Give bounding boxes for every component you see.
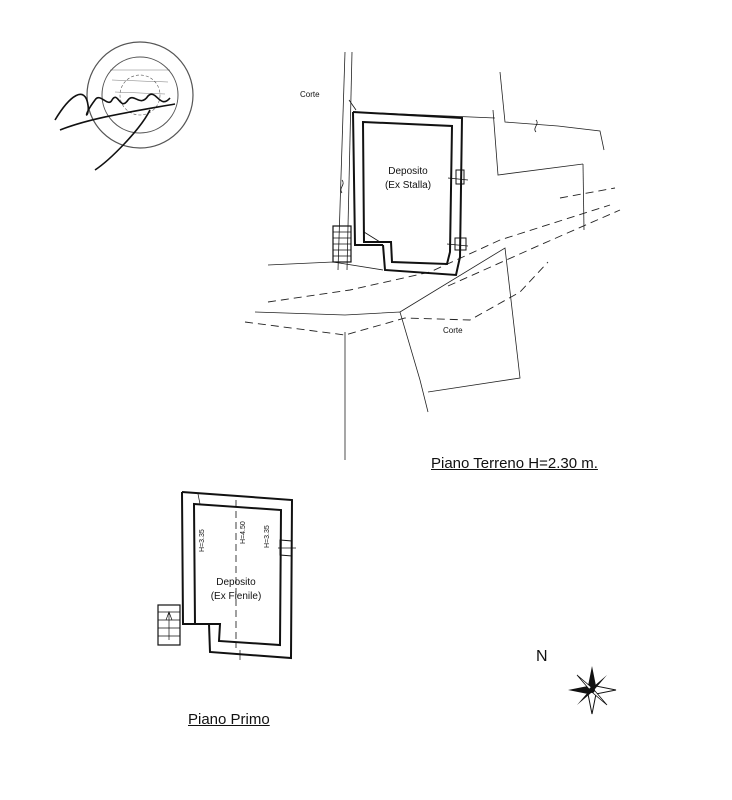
first-floor-height-center: H=4.50	[240, 521, 247, 544]
corte-label-bottom: Corte	[443, 326, 463, 335]
ground-floor-dashed-boundaries	[244, 187, 621, 336]
ground-floor-room-name: Deposito	[388, 166, 428, 177]
first-floor-room-subtitle: (Ex Fienile)	[210, 591, 262, 602]
ground-floor-title: Piano Terreno H=2.30 m.	[431, 455, 598, 472]
ground-floor-room-label: Deposito (Ex Stalla)	[368, 165, 448, 193]
first-floor-building	[157, 491, 296, 660]
first-floor-room-label: Deposito (Ex Fienile)	[196, 576, 276, 604]
north-label: N	[536, 648, 548, 665]
signature-icon	[54, 93, 176, 171]
stamp-icon	[86, 41, 194, 149]
first-floor-title: Piano Primo	[188, 711, 270, 728]
first-floor-height-left: H=3.35	[199, 529, 206, 552]
ground-floor-lot-lines	[254, 51, 605, 460]
corte-label-top: Corte	[300, 90, 320, 99]
first-floor-room-name: Deposito	[216, 577, 256, 588]
compass-rose-icon	[568, 666, 617, 715]
ground-floor-building	[332, 99, 538, 277]
first-floor-height-right: H=3.35	[264, 525, 271, 548]
ground-floor-room-subtitle: (Ex Stalla)	[384, 180, 432, 191]
